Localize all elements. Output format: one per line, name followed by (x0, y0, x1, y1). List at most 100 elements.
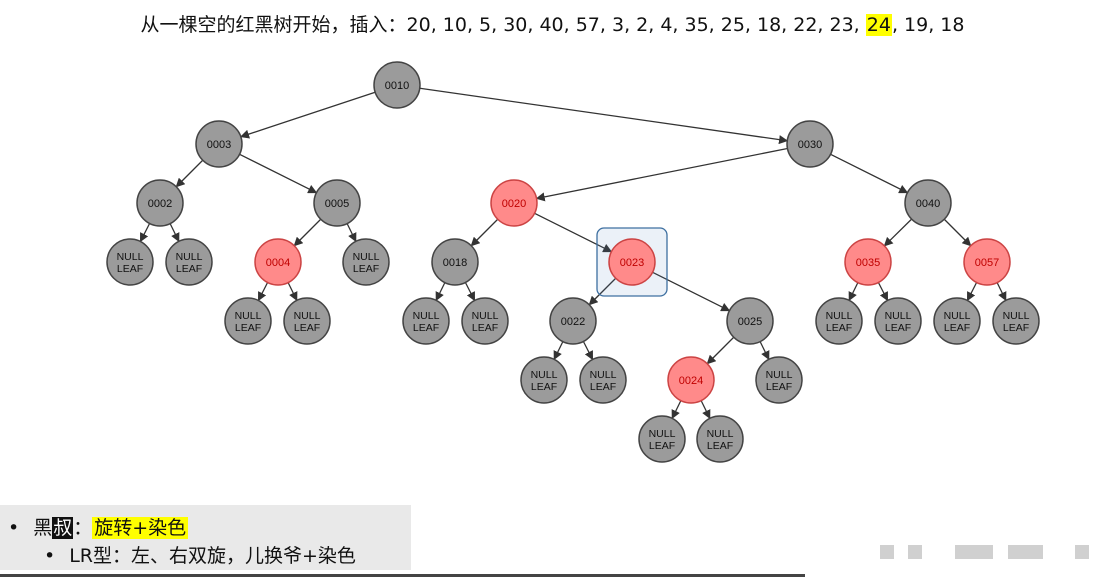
title-prefix: 从一棵空的红黑树开始，插入： (140, 14, 407, 36)
node-label: 0004 (266, 257, 290, 269)
node-circle (136, 179, 184, 227)
leaf-label: LEAF (531, 381, 557, 393)
tree-node-0040: 0040 (904, 179, 952, 227)
tree-node-0023: 0023 (596, 227, 668, 297)
leaf-label: LEAF (294, 322, 320, 334)
tree-edge (883, 218, 913, 247)
node-label: 0024 (679, 375, 703, 387)
node-label: 0010 (385, 80, 409, 92)
leaf-edge (700, 400, 711, 420)
leaf-edge (848, 282, 859, 302)
tree-edge (534, 212, 613, 253)
leaf-label: LEAF (826, 322, 852, 334)
tree-node-0030: 0030 (786, 120, 834, 168)
leaf-label: NULL (235, 310, 262, 322)
leaf-edge (257, 282, 269, 302)
leaf-label: LEAF (1003, 322, 1029, 334)
leaf-label: LEAF (944, 322, 970, 334)
tree-edge (419, 87, 789, 145)
tree-node-0025: 0025 (726, 297, 774, 345)
node-label: 0005 (325, 198, 349, 210)
node-circle (786, 120, 834, 168)
leaf-label: LEAF (590, 381, 616, 393)
tree-node-0005: 0005 (313, 179, 361, 227)
node-label: 0022 (561, 316, 585, 328)
leaf-label: NULL (1003, 310, 1030, 322)
node-circle (667, 356, 715, 404)
node-label: 0020 (502, 198, 526, 210)
note-colon: ： (73, 517, 93, 539)
node-label: 0040 (916, 198, 940, 210)
title-sequence: 20, 10, 5, 30, 40, 57, 3, 2, 4, 35, 25, … (406, 14, 866, 36)
node-label: 0023 (620, 257, 644, 269)
node-circle (844, 238, 892, 286)
tree-edge (470, 218, 499, 247)
leaf-edge (759, 341, 770, 361)
node-circle (904, 179, 952, 227)
tree-node-0022: 0022 (549, 297, 597, 345)
leaf-label: NULL (766, 369, 793, 381)
leaf-label: NULL (413, 310, 440, 322)
leaf-label: NULL (590, 369, 617, 381)
node-label: 0035 (856, 257, 880, 269)
note-rotate-recolor: 旋转+染色 (92, 517, 189, 539)
leaf-edge (346, 223, 357, 243)
tree-edge (706, 336, 735, 365)
tree-node-0020: 0020 (490, 179, 538, 227)
notes-panel: •黑叔：旋转+染色 •LR型：左、右双旋，儿换爷+染色 (0, 505, 411, 570)
node-circle (608, 238, 656, 286)
leaf-label: NULL (176, 251, 203, 263)
note-lr-case: LR型：左、右双旋，儿换爷+染色 (69, 545, 356, 567)
node-circle (490, 179, 538, 227)
page-title: 从一棵空的红黑树开始，插入：20, 10, 5, 30, 40, 57, 3, … (0, 10, 1105, 37)
leaf-label: LEAF (176, 263, 202, 275)
tree-node-0057: 0057 (963, 238, 1011, 286)
leaf-edge (139, 223, 151, 243)
leaf-label: NULL (353, 251, 380, 263)
tree-edge (535, 147, 788, 202)
leaf-label: LEAF (766, 381, 792, 393)
tree-edge (652, 271, 731, 312)
node-label: 0025 (738, 316, 762, 328)
leaf-edge (553, 341, 564, 361)
node-circle (254, 238, 302, 286)
page-indicator (880, 545, 1090, 559)
node-circle (963, 238, 1011, 286)
node-circle (726, 297, 774, 345)
leaf-edge (582, 341, 594, 361)
node-circle (195, 120, 243, 168)
leaf-label: NULL (826, 310, 853, 322)
leaf-label: LEAF (472, 322, 498, 334)
title-sequence-tail: , 19, 18 (891, 14, 965, 36)
leaf-label: NULL (117, 251, 144, 263)
leaf-edge (464, 282, 476, 302)
tree-edge (175, 159, 204, 188)
leaf-label: LEAF (353, 263, 379, 275)
leaf-label: NULL (649, 428, 676, 440)
tree-edge (588, 277, 617, 306)
tree-node-0004: 0004 (254, 238, 302, 286)
leaf-label: LEAF (235, 322, 261, 334)
leaf-edge (996, 282, 1007, 302)
leaf-edge (169, 223, 180, 243)
leaf-label: NULL (944, 310, 971, 322)
tree-edge (830, 153, 909, 194)
leaf-label: LEAF (413, 322, 439, 334)
tree-node-0002: 0002 (136, 179, 184, 227)
leaf-edge (435, 282, 446, 302)
leaf-label: LEAF (649, 440, 675, 452)
bottom-divider (0, 574, 805, 577)
node-circle (549, 297, 597, 345)
